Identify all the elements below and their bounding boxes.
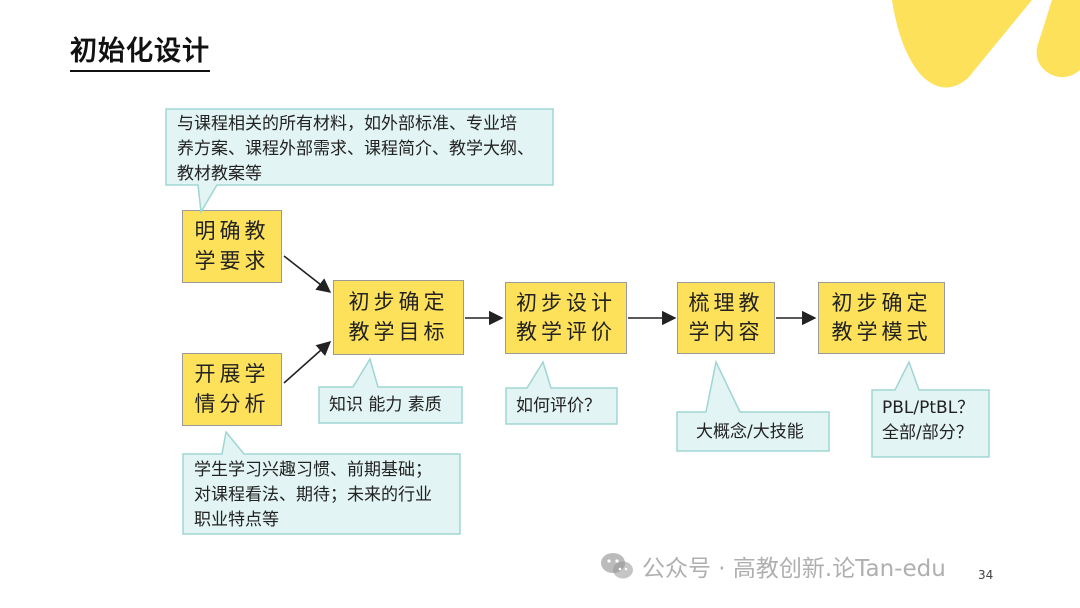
box-learner-analysis: 开展学 情分析 [182,353,282,426]
page-number: 34 [978,568,994,582]
box-goals-line1: 初步确定 [348,290,449,315]
callout-evaluation-note-shape [505,360,618,425]
callout-learners-shape [182,430,461,535]
callout-materials-line3: 教材教案等 [177,164,262,184]
callout-evaluation-note: 如何评价？ [505,360,619,426]
wechat-icon [601,553,633,579]
callout-goals-note-shape [318,357,463,424]
box-mode-line2: 教学模式 [831,320,932,344]
box-evaluation-line1: 初步设计 [516,290,616,315]
callout-learners: 学生学习兴趣习惯、前期基础； 对课程看法、期待；未来的行业 职业特点等 [182,430,462,536]
box-evaluation-line2: 教学评价 [516,320,616,344]
watermark: 公众号 · 高教创新.论Tan-edu [600,549,946,583]
box-teaching-content: 梳理教 学内容 [677,282,775,354]
callout-materials-line1: 与课程相关的所有材料，如外部标准、专业培 [177,114,517,134]
callout-learners-line1: 学生学习兴趣习惯、前期基础； [194,460,432,480]
callout-goals-note: 知识 能力 素质 [318,357,464,425]
box-clarify-line1: 明确教 [194,219,270,244]
page-title: 初始化设计 [70,36,210,73]
box-content-line2: 学内容 [688,320,764,344]
callout-materials: 与课程相关的所有材料，如外部标准、专业培 养方案、课程外部需求、课程简介、教学大… [165,108,555,218]
box-analyze-line2: 情分析 [194,391,270,416]
watermark-text: 公众号 · 高教创新.论Tan-edu [642,556,946,582]
callout-learners-line3: 职业特点等 [194,510,279,530]
callout-mode-note: PBL/PtBL？ 全部/部分？ [871,360,991,459]
callout-learners-line2: 对课程看法、期待；未来的行业 [194,485,432,505]
box-analyze-line1: 开展学 [194,362,270,387]
box-clarify-line2: 学要求 [194,248,270,273]
box-teaching-evaluation: 初步设计 教学评价 [505,282,627,354]
callout-evaluation-note-text: 如何评价？ [516,396,601,416]
arrow-analyze-to-goals [283,341,332,384]
callout-mode-note-shape [871,360,990,458]
box-mode-line1: 初步确定 [831,290,932,315]
callout-mode-note-line2: 全部/部分？ [882,423,973,443]
callout-materials-line2: 养方案、课程外部需求、课程简介、教学大纲、 [177,139,534,159]
callout-content-note: 大概念/大技能 [676,359,831,453]
box-content-line1: 梳理教 [688,290,764,315]
box-clarify-requirements: 明确教 学要求 [182,210,282,283]
callout-goals-note-text: 知识 能力 素质 [329,395,442,415]
corner-decoration-shapes [892,0,1080,88]
box-teaching-goals: 初步确定 教学目标 [333,280,464,355]
callout-mode-note-line1: PBL/PtBL？ [882,398,975,418]
callout-materials-shape [165,108,554,215]
box-goals-line2: 教学目标 [348,319,449,344]
callout-content-note-text: 大概念/大技能 [696,422,804,442]
box-teaching-mode: 初步确定 教学模式 [818,282,945,354]
callout-content-note-shape [676,359,830,452]
arrow-clarify-to-goals [283,255,332,293]
